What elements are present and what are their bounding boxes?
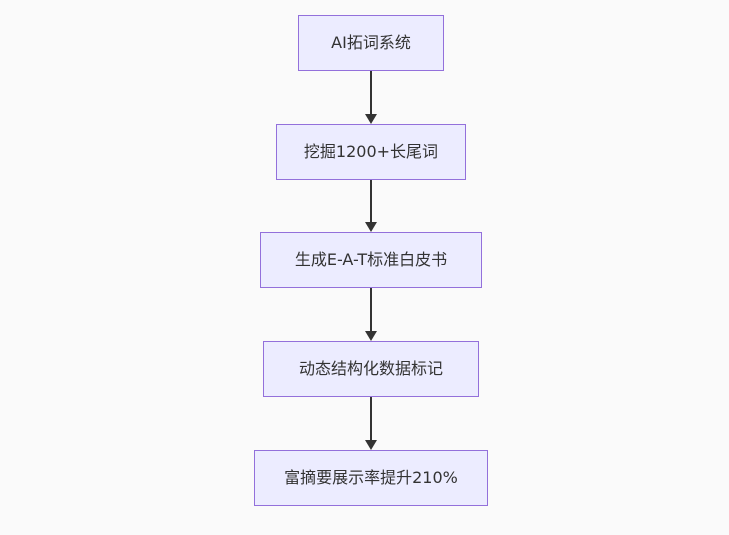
flowchart-node-ai-system: AI拓词系统 xyxy=(298,15,444,71)
flowchart-edge xyxy=(364,288,378,341)
flowchart-edge xyxy=(364,180,378,232)
arrowhead-down-icon xyxy=(365,114,377,124)
flowchart-edge xyxy=(364,397,378,450)
arrow-line xyxy=(370,288,372,333)
flowchart-edge xyxy=(364,71,378,124)
arrowhead-down-icon xyxy=(365,440,377,450)
arrow-line xyxy=(370,397,372,442)
flowchart-node-rich-snippet-result: 富摘要展示率提升210% xyxy=(254,450,488,506)
node-label: 挖掘1200+长尾词 xyxy=(303,142,439,162)
flowchart-node-structured-data: 动态结构化数据标记 xyxy=(263,341,479,397)
flowchart-node-longtail-words: 挖掘1200+长尾词 xyxy=(276,124,466,180)
arrowhead-down-icon xyxy=(365,331,377,341)
flowchart-node-eat-whitepaper: 生成E-A-T标准白皮书 xyxy=(260,232,482,288)
arrow-line xyxy=(370,180,372,224)
node-label: 生成E-A-T标准白皮书 xyxy=(294,250,448,270)
node-label: 动态结构化数据标记 xyxy=(298,359,443,379)
node-label: 富摘要展示率提升210% xyxy=(284,468,458,488)
arrow-line xyxy=(370,71,372,116)
arrowhead-down-icon xyxy=(365,222,377,232)
node-label: AI拓词系统 xyxy=(331,33,411,53)
